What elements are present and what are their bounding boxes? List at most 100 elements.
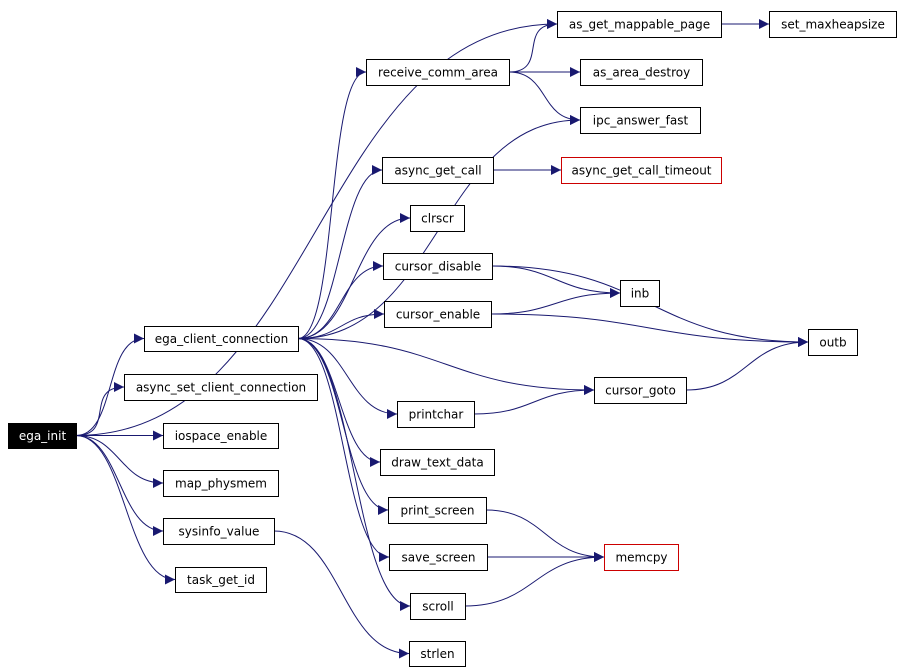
edge-ega_init-to-as_get_mappable_page xyxy=(75,19,558,436)
node-box-memcpy xyxy=(604,544,679,571)
node-label-as_get_mappable_page: as_get_mappable_page xyxy=(569,18,710,32)
node-as_area_destroy[interactable]: as_area_destroy xyxy=(580,59,703,86)
node-label-scroll: scroll xyxy=(422,600,454,614)
edge-ega_client_connection-to-cursor_disable xyxy=(297,261,384,339)
edge-ega_init-to-async_set_client_connection xyxy=(75,382,125,436)
edge-ega_client_connection-to-cursor_goto xyxy=(297,338,595,395)
node-box-async_get_call xyxy=(382,157,494,184)
edge-ega_init-to-map_physmem xyxy=(75,435,164,488)
node-label-ipc_answer_fast: ipc_answer_fast xyxy=(593,114,689,128)
node-label-cursor_goto: cursor_goto xyxy=(605,384,676,398)
edge-printchar-to-cursor_goto xyxy=(473,385,595,415)
node-label-memcpy: memcpy xyxy=(615,551,667,565)
node-box-cursor_enable xyxy=(384,301,492,328)
node-box-receive_comm_area xyxy=(366,59,510,86)
edge-cursor_goto-to-outb xyxy=(685,337,809,391)
node-label-clrscr: clrscr xyxy=(421,212,454,226)
node-box-print_screen xyxy=(388,497,487,524)
node-save_screen[interactable]: save_screen xyxy=(389,544,488,571)
node-box-clrscr xyxy=(410,205,465,232)
node-box-cursor_goto xyxy=(594,377,687,404)
node-box-ega_client_connection xyxy=(144,326,299,352)
node-box-as_get_mappable_page xyxy=(557,11,722,38)
node-task_get_id[interactable]: task_get_id xyxy=(175,567,267,593)
node-async_get_call_timeout[interactable]: async_get_call_timeout xyxy=(561,157,722,184)
edge-ega_client_connection-to-printchar xyxy=(297,338,398,419)
node-box-strlen xyxy=(409,641,466,667)
node-label-iospace_enable: iospace_enable xyxy=(175,429,268,443)
node-map_physmem[interactable]: map_physmem xyxy=(163,470,279,497)
edge-ega_client_connection-to-cursor_enable xyxy=(297,309,385,339)
node-strlen[interactable]: strlen xyxy=(409,641,466,667)
node-outb[interactable]: outb xyxy=(808,329,858,356)
edge-ega_init-to-sysinfo_value xyxy=(75,435,164,536)
edge-ega_client_connection-to-receive_comm_area xyxy=(297,67,367,339)
node-iospace_enable[interactable]: iospace_enable xyxy=(163,423,279,449)
node-label-as_area_destroy: as_area_destroy xyxy=(593,66,690,80)
node-box-draw_text_data xyxy=(380,449,495,476)
edge-cursor_disable-to-inb xyxy=(491,265,621,298)
edge-sysinfo_value-to-strlen xyxy=(273,530,410,659)
node-box-ega_init xyxy=(8,423,77,449)
node-as_get_mappable_page[interactable]: as_get_mappable_page xyxy=(557,11,722,38)
node-label-outb: outb xyxy=(819,336,846,350)
node-receive_comm_area[interactable]: receive_comm_area xyxy=(366,59,510,86)
node-label-ega_client_connection: ega_client_connection xyxy=(155,332,288,346)
node-box-inb xyxy=(620,280,660,307)
node-label-set_maxheapsize: set_maxheapsize xyxy=(781,18,885,32)
node-draw_text_data[interactable]: draw_text_data xyxy=(380,449,495,476)
node-sysinfo_value[interactable]: sysinfo_value xyxy=(163,518,275,545)
node-box-task_get_id xyxy=(175,567,267,593)
node-cursor_enable[interactable]: cursor_enable xyxy=(384,301,492,328)
edge-receive_comm_area-to-as_get_mappable_page xyxy=(508,19,558,73)
node-set_maxheapsize[interactable]: set_maxheapsize xyxy=(769,11,897,38)
node-cursor_disable[interactable]: cursor_disable xyxy=(383,253,493,280)
node-label-print_screen: print_screen xyxy=(400,504,474,518)
node-memcpy[interactable]: memcpy xyxy=(604,544,679,571)
node-box-async_set_client_connection xyxy=(124,374,318,401)
node-label-strlen: strlen xyxy=(420,647,454,661)
node-label-async_set_client_connection: async_set_client_connection xyxy=(136,381,306,395)
node-clrscr[interactable]: clrscr xyxy=(410,205,465,232)
node-ega_init[interactable]: ega_init xyxy=(8,423,77,449)
node-box-cursor_disable xyxy=(383,253,493,280)
node-label-inb: inb xyxy=(631,287,650,301)
edge-receive_comm_area-to-ipc_answer_fast xyxy=(508,71,581,125)
edge-print_screen-to-memcpy xyxy=(485,509,605,562)
node-box-async_get_call_timeout xyxy=(561,157,722,184)
node-print_screen[interactable]: print_screen xyxy=(388,497,487,524)
node-box-scroll xyxy=(410,593,466,620)
node-printchar[interactable]: printchar xyxy=(397,401,475,428)
node-box-save_screen xyxy=(389,544,488,571)
node-label-async_get_call_timeout: async_get_call_timeout xyxy=(572,164,712,178)
edge-cursor_enable-to-inb xyxy=(490,288,621,315)
node-cursor_goto[interactable]: cursor_goto xyxy=(594,377,687,404)
node-async_set_client_connection[interactable]: async_set_client_connection xyxy=(124,374,318,401)
node-label-cursor_enable: cursor_enable xyxy=(396,308,480,322)
edge-ega_init-to-task_get_id xyxy=(75,435,176,585)
edge-ega_init-to-ega_client_connection xyxy=(75,333,145,436)
node-label-printchar: printchar xyxy=(409,408,464,422)
node-label-async_get_call: async_get_call xyxy=(394,164,481,178)
node-ega_client_connection[interactable]: ega_client_connection xyxy=(144,326,299,352)
node-box-as_area_destroy xyxy=(580,59,703,86)
node-box-map_physmem xyxy=(163,470,279,497)
node-label-map_physmem: map_physmem xyxy=(175,477,267,491)
node-inb[interactable]: inb xyxy=(620,280,660,307)
node-label-sysinfo_value: sysinfo_value xyxy=(179,525,260,539)
node-ipc_answer_fast[interactable]: ipc_answer_fast xyxy=(580,107,701,134)
node-box-iospace_enable xyxy=(163,423,279,449)
edge-ega_client_connection-to-async_get_call xyxy=(297,165,383,339)
node-label-receive_comm_area: receive_comm_area xyxy=(378,66,498,80)
node-label-draw_text_data: draw_text_data xyxy=(391,456,483,470)
edge-ega_client_connection-to-scroll xyxy=(297,338,411,611)
node-async_get_call[interactable]: async_get_call xyxy=(382,157,494,184)
node-box-printchar xyxy=(397,401,475,428)
node-box-outb xyxy=(808,329,858,356)
node-box-sysinfo_value xyxy=(163,518,275,545)
node-label-task_get_id: task_get_id xyxy=(187,573,255,587)
node-label-save_screen: save_screen xyxy=(402,551,476,565)
node-scroll[interactable]: scroll xyxy=(410,593,466,620)
node-label-ega_init: ega_init xyxy=(19,429,67,443)
